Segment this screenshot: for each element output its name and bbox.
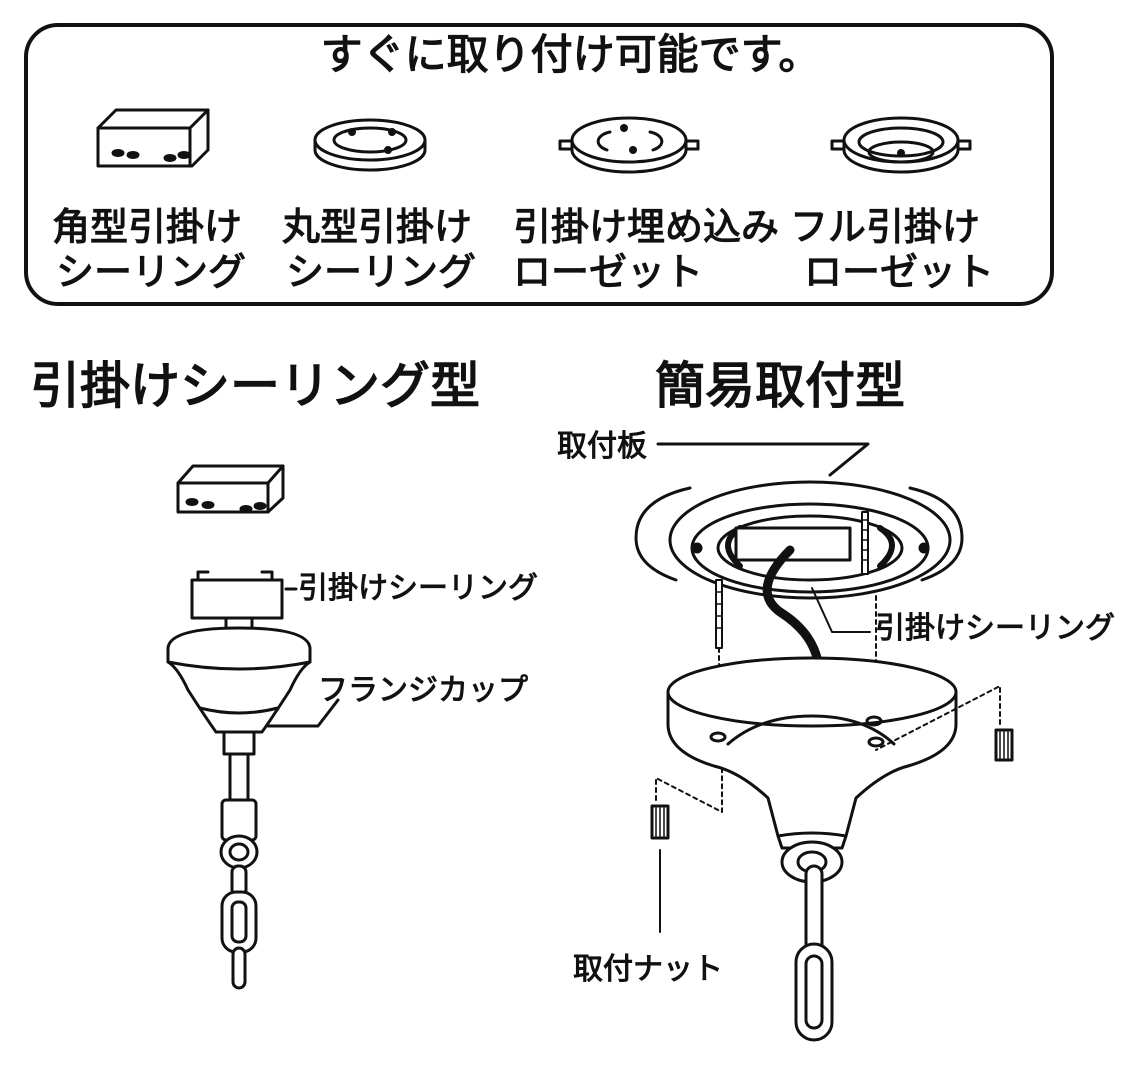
- left-chain: [219, 752, 259, 990]
- full-rosette-icon: [830, 116, 972, 174]
- fixture-label-embedded-rosette: 引掛け埋め込み ローゼット: [513, 204, 780, 295]
- leader-right-ceiling: [811, 587, 871, 633]
- fixture-label-square-ceiling: 角型引掛け シーリング: [52, 204, 247, 295]
- fixture-label-full-rosette: フル引掛け ローゼット: [790, 204, 995, 295]
- fixture-label-line1: 引掛け埋め込み: [513, 204, 780, 249]
- flange-cup: [166, 626, 312, 756]
- fixture-label-line1: 丸型引掛け: [282, 204, 473, 249]
- fixture-label-line2: ローゼット: [804, 248, 995, 294]
- fixture-label-line2: シーリング: [286, 248, 477, 294]
- fixture-label-round-ceiling: 丸型引掛け シーリング: [282, 204, 477, 295]
- compatible-fixtures-box: [24, 23, 1054, 306]
- leader-mounting-plate: [656, 442, 870, 477]
- heading-hook-ceiling-type: 引掛けシーリング型: [30, 356, 480, 415]
- fixture-label-line2: ローゼット: [513, 248, 704, 294]
- box-title: すぐに取り付け可能です。: [320, 30, 821, 79]
- power-cord: [762, 545, 823, 667]
- callout-mounting-plate: 取付板: [557, 429, 647, 464]
- guide-line-left-nut: [655, 767, 723, 813]
- round-ceiling-icon: [313, 118, 427, 172]
- canopy: [666, 656, 958, 884]
- embedded-rosette-icon: [558, 116, 700, 174]
- fixture-label-line1: 角型引掛け: [52, 204, 243, 249]
- right-chain: [794, 864, 834, 1042]
- mounting-nut-right: [994, 728, 1014, 762]
- callout-flange-cup: フランジカップ: [318, 673, 528, 708]
- mounting-plate: [634, 480, 964, 600]
- fixture-label-line1: フル引掛け: [790, 204, 981, 249]
- mounting-bolt-left: [715, 579, 723, 669]
- square-ceiling-icon: [96, 108, 210, 168]
- callout-mounting-nut: 取付ナット: [573, 952, 723, 987]
- left-square-ceiling-part: [176, 464, 285, 514]
- heading-easy-mount-type: 簡易取付型: [655, 356, 905, 415]
- callout-right-hook-ceiling: 引掛けシーリング: [875, 611, 1115, 646]
- mounting-nut-left: [650, 804, 670, 840]
- callout-left-hook-ceiling: 引掛けシーリング: [298, 571, 538, 606]
- fixture-label-line2: シーリング: [56, 248, 247, 294]
- guide-line-right-nut: [875, 685, 1001, 751]
- leader-flange: [266, 698, 340, 728]
